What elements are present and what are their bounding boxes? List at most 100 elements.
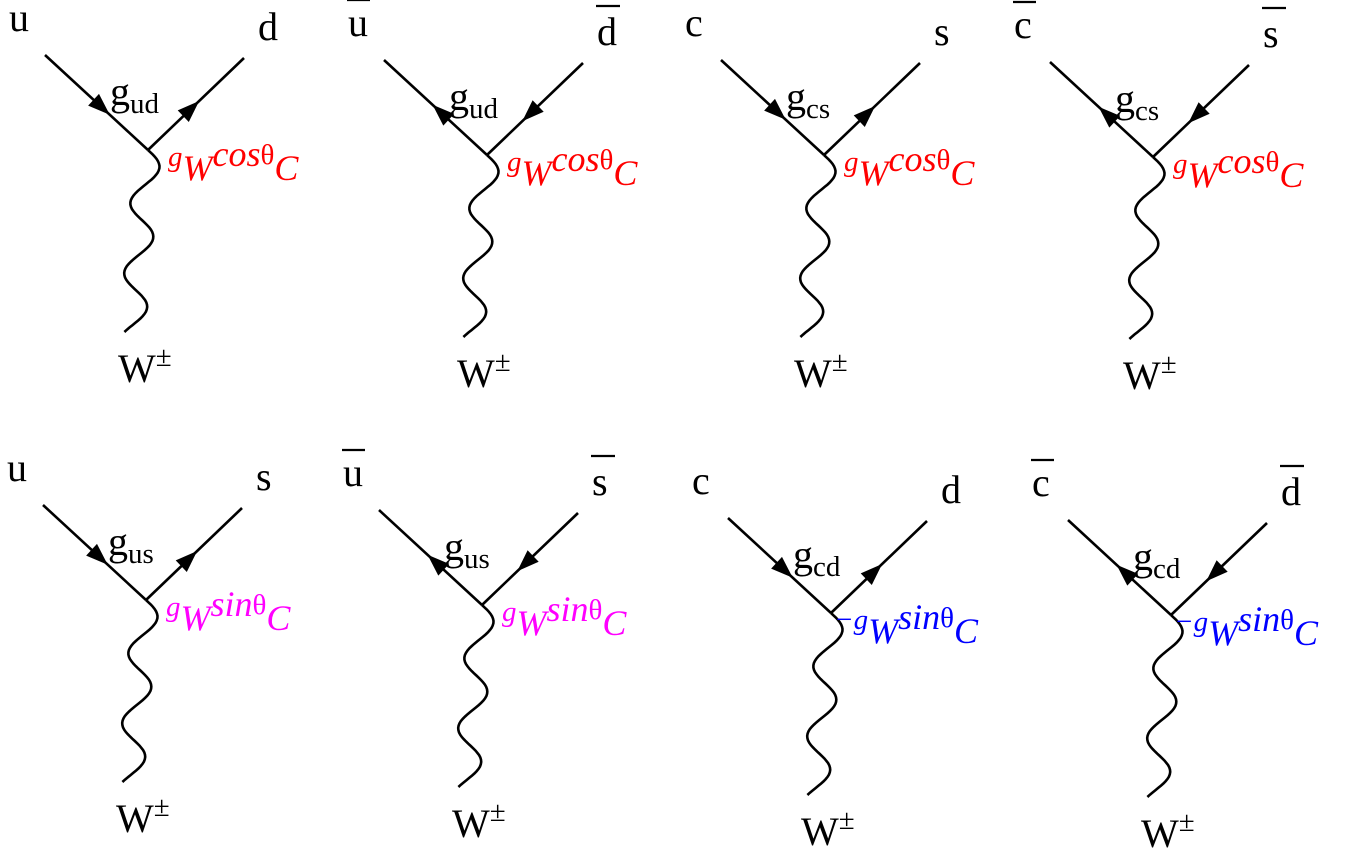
- w-boson-line: [1127, 156, 1166, 340]
- vertex-subscript: cs: [1135, 95, 1159, 127]
- boson-label: W±: [1123, 348, 1177, 398]
- vertex-g: g: [793, 532, 813, 577]
- boson-label: W±: [457, 346, 511, 396]
- left-arrow-icon: [88, 93, 110, 115]
- coupling-W: W: [868, 611, 901, 651]
- vertex-g: g: [110, 69, 130, 114]
- left-arrow-icon: [432, 104, 455, 126]
- w-boson-line: [461, 154, 500, 338]
- boson-charge: ±: [490, 796, 506, 828]
- coupling-expression: gWsinθC: [166, 584, 291, 638]
- vertex-g: g: [1133, 534, 1153, 579]
- coupling-expression: −gWsinθC: [834, 597, 979, 651]
- vertex-g: g: [444, 524, 464, 569]
- coupling-C: C: [266, 598, 291, 638]
- coupling-g: g: [1173, 148, 1188, 180]
- right-quark-label: s: [1263, 11, 1279, 56]
- boson-label: W±: [118, 341, 172, 391]
- boson-charge: ±: [1161, 348, 1177, 380]
- w-boson-line: [798, 154, 837, 338]
- boson-label: W±: [801, 804, 855, 854]
- coupling-W: W: [1208, 613, 1241, 653]
- right-arrow-icon: [517, 550, 539, 572]
- coupling-expression: −gWsinθC: [1174, 599, 1319, 653]
- right-arrow-icon: [175, 550, 198, 572]
- boson-charge: ±: [1179, 806, 1195, 838]
- coupling-W: W: [1188, 155, 1221, 195]
- boson-W: W: [794, 351, 832, 396]
- vertex-subscript: ud: [469, 93, 499, 125]
- vertex-coupling-label: gud: [110, 69, 160, 120]
- vertex-subscript: cd: [1153, 553, 1181, 585]
- left-arrow-icon: [1098, 106, 1121, 128]
- boson-W: W: [1141, 811, 1179, 854]
- left-arrow-icon: [771, 556, 793, 578]
- coupling-g: g: [1194, 606, 1209, 638]
- left-quark-label: c: [692, 458, 710, 503]
- vertex-g: g: [786, 74, 806, 119]
- coupling-func: cos: [552, 139, 600, 179]
- coupling-C: C: [1279, 155, 1304, 195]
- coupling-C: C: [950, 153, 975, 193]
- coupling-W: W: [859, 153, 892, 193]
- coupling-func: sin: [1238, 599, 1280, 639]
- boson-W: W: [116, 796, 154, 841]
- right-arrow-icon: [853, 105, 876, 127]
- coupling-C: C: [954, 611, 979, 651]
- coupling-theta: θ: [1266, 146, 1280, 178]
- coupling-expression: gWcosθC: [168, 134, 299, 188]
- left-quark-label: c: [1032, 460, 1050, 505]
- coupling-C: C: [602, 603, 627, 643]
- coupling-theta: θ: [600, 144, 614, 176]
- coupling-C: C: [1294, 613, 1319, 653]
- coupling-func: sin: [898, 597, 940, 637]
- w-boson-line: [122, 149, 161, 333]
- coupling-sign: −: [834, 604, 854, 636]
- left-arrow-icon: [427, 554, 450, 576]
- coupling-theta: θ: [589, 594, 603, 626]
- boson-label: W±: [794, 346, 848, 396]
- vertex-coupling-label: gcs: [1115, 76, 1159, 127]
- right-quark-label: d: [597, 9, 617, 54]
- left-quark-label: c: [685, 0, 703, 45]
- boson-W: W: [457, 351, 495, 396]
- vertex-g: g: [108, 519, 128, 564]
- vertex-coupling-label: gus: [444, 524, 490, 575]
- coupling-expression: gWcosθC: [507, 139, 638, 193]
- left-quark-label: u: [343, 450, 363, 495]
- boson-W: W: [118, 346, 156, 391]
- coupling-func: sin: [547, 589, 589, 629]
- right-arrow-icon: [1206, 560, 1228, 582]
- coupling-func: cos: [1218, 141, 1266, 181]
- coupling-g: g: [168, 141, 183, 173]
- coupling-theta: θ: [1280, 604, 1294, 636]
- coupling-theta: θ: [937, 144, 951, 176]
- boson-charge: ±: [154, 791, 170, 823]
- coupling-expression: gWcosθC: [1173, 141, 1304, 195]
- vertex-subscript: ud: [130, 88, 160, 120]
- right-quark-label: s: [934, 9, 950, 54]
- boson-label: W±: [116, 791, 170, 841]
- left-quark-label: u: [9, 0, 29, 40]
- right-arrow-icon: [177, 100, 200, 122]
- coupling-g: g: [166, 591, 181, 623]
- left-arrow-icon: [764, 98, 786, 120]
- boson-W: W: [1123, 353, 1161, 398]
- boson-charge: ±: [839, 804, 855, 836]
- right-arrow-icon: [522, 100, 544, 122]
- coupling-W: W: [183, 148, 216, 188]
- coupling-theta: θ: [253, 589, 267, 621]
- right-quark-label: s: [256, 454, 272, 499]
- coupling-g: g: [844, 146, 859, 178]
- coupling-func: cos: [889, 139, 937, 179]
- vertex-subscript: cs: [806, 93, 830, 125]
- vertex-g: g: [1115, 76, 1135, 121]
- w-boson-line: [805, 612, 844, 796]
- vertex-coupling-label: gus: [108, 519, 154, 570]
- right-arrow-icon: [1188, 102, 1210, 124]
- right-quark-label: d: [1281, 469, 1301, 514]
